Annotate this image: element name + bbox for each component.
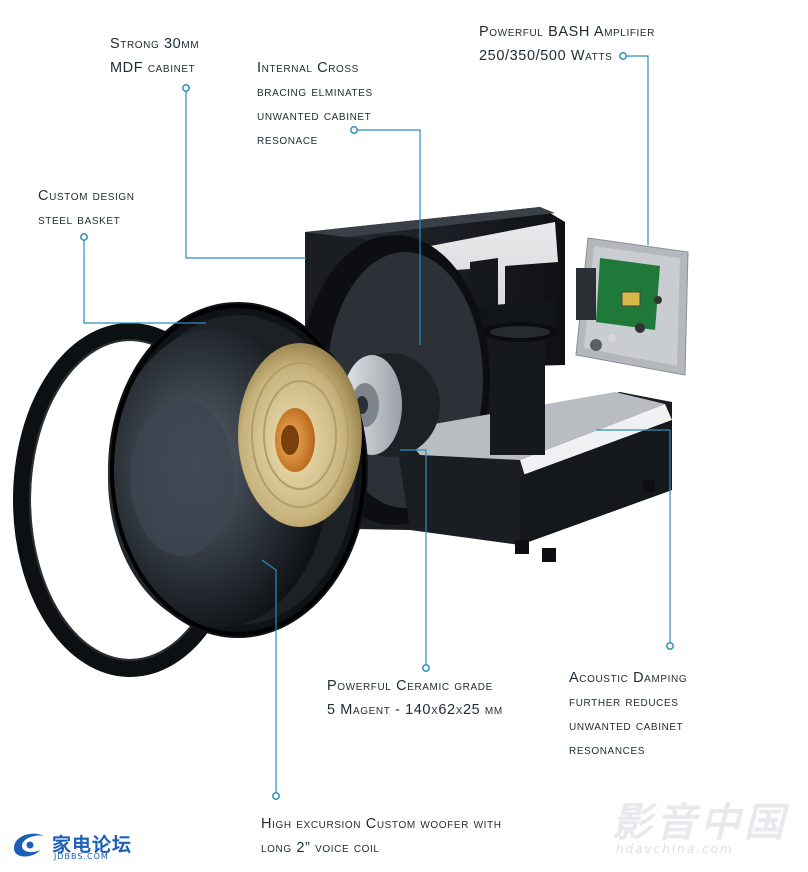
logo-left-text: 家电论坛 [52,834,133,856]
callout-line: further reduces [569,694,679,710]
watermark-text: 影音中国 [612,800,788,846]
leader-amplifier [623,55,649,245]
callout-line: Strong 30mm [110,36,200,52]
callout-cabinet: Strong 30mm MDF cabinet [110,32,199,80]
leader-cabinet [185,88,306,259]
callout-line: Acoustic Damping [569,670,688,686]
leader-magnet [400,449,427,668]
callout-line: resonances [569,742,646,758]
jdbbs-logo: 家电论坛 JDBBS.COM [10,828,140,864]
callout-line: resonace [257,132,318,148]
callout-line: unwanted cabinet [257,108,372,124]
callout-line: Custom design [38,188,135,204]
callout-line: Powerful Ceramic grade [327,678,493,694]
callout-line: High excursion Custom woofer with [261,816,502,832]
leader-damping [596,429,671,646]
callout-line: steel basket [38,212,121,228]
hdavchina-watermark: 影音中国 hdavchina.com [612,786,802,862]
watermark-sub: hdavchina.com [616,842,734,856]
callout-line: 250/350/500 Watts [479,48,613,64]
callout-magnet: Powerful Ceramic grade 5 Magent - 140x62… [327,674,503,722]
callout-amplifier: Powerful BASH Amplifier 250/350/500 Watt… [479,20,655,68]
swirl-logo-icon [14,833,44,857]
woofer-cone [238,343,362,527]
leader-bracing [354,129,421,345]
callout-line: long 2” voice coil [261,840,380,856]
bass-port-tube [482,322,558,455]
callout-line: unwanted cabinet [569,718,684,734]
callout-woofer: High excursion Custom woofer with long 2… [261,812,502,860]
callout-line: bracing elminates [257,84,373,100]
leader-woofer [261,559,277,796]
callout-line: MDF cabinet [110,60,196,76]
callout-bracing: Internal Cross bracing elminates unwante… [257,56,373,152]
callout-line: Internal Cross [257,60,359,76]
logo-left-sub: JDBBS.COM [54,852,109,861]
callout-damping: Acoustic Damping further reduces unwante… [569,666,687,762]
amplifier-board [575,237,689,376]
callout-line: 5 Magent - 140x62x25 mm [327,702,503,718]
callout-basket: Custom design steel basket [38,184,135,232]
leader-dots [80,52,674,800]
leader-basket [83,237,206,324]
leader-lines [83,55,671,796]
callout-line: Powerful BASH Amplifier [479,24,656,40]
